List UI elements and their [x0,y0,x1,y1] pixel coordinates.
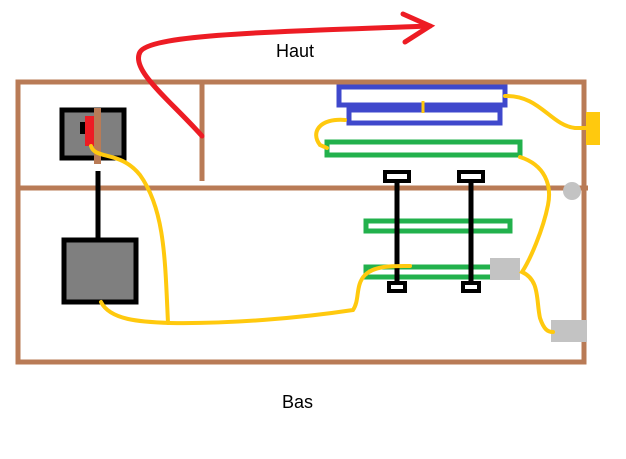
rod-left-bottom-cap [387,281,407,293]
rod-right-top-cap [457,170,485,183]
wire-box-to-board [99,263,412,326]
green-boards [324,139,523,280]
label-haut: Haut [276,41,315,61]
switch-box [59,107,127,164]
wire-blue-to-connector [503,93,590,130]
cabinet-frame [15,79,588,365]
wire-blue-loop [314,117,347,150]
brown-pin [94,108,101,164]
yellow-wires [89,93,590,334]
arrow-head [400,11,436,45]
wire-green-to-bottom [518,155,555,334]
rod-right-bottom-cap [461,281,481,293]
grey-box [61,237,139,305]
wire-switch-down [89,144,170,325]
grey-block-middle [490,258,520,280]
yellow-connector [586,112,600,145]
switch-hole [80,122,86,134]
rod-left-top-cap [383,170,411,183]
direction-arrow [135,11,436,139]
grey-hinge [563,182,581,200]
grey-block-bottom-right [551,320,587,342]
green-board-top [324,139,523,158]
frame-outer [15,79,587,365]
green-board-middle [363,218,513,234]
label-bas: Bas [282,392,314,412]
arrow-shaft [135,23,433,139]
